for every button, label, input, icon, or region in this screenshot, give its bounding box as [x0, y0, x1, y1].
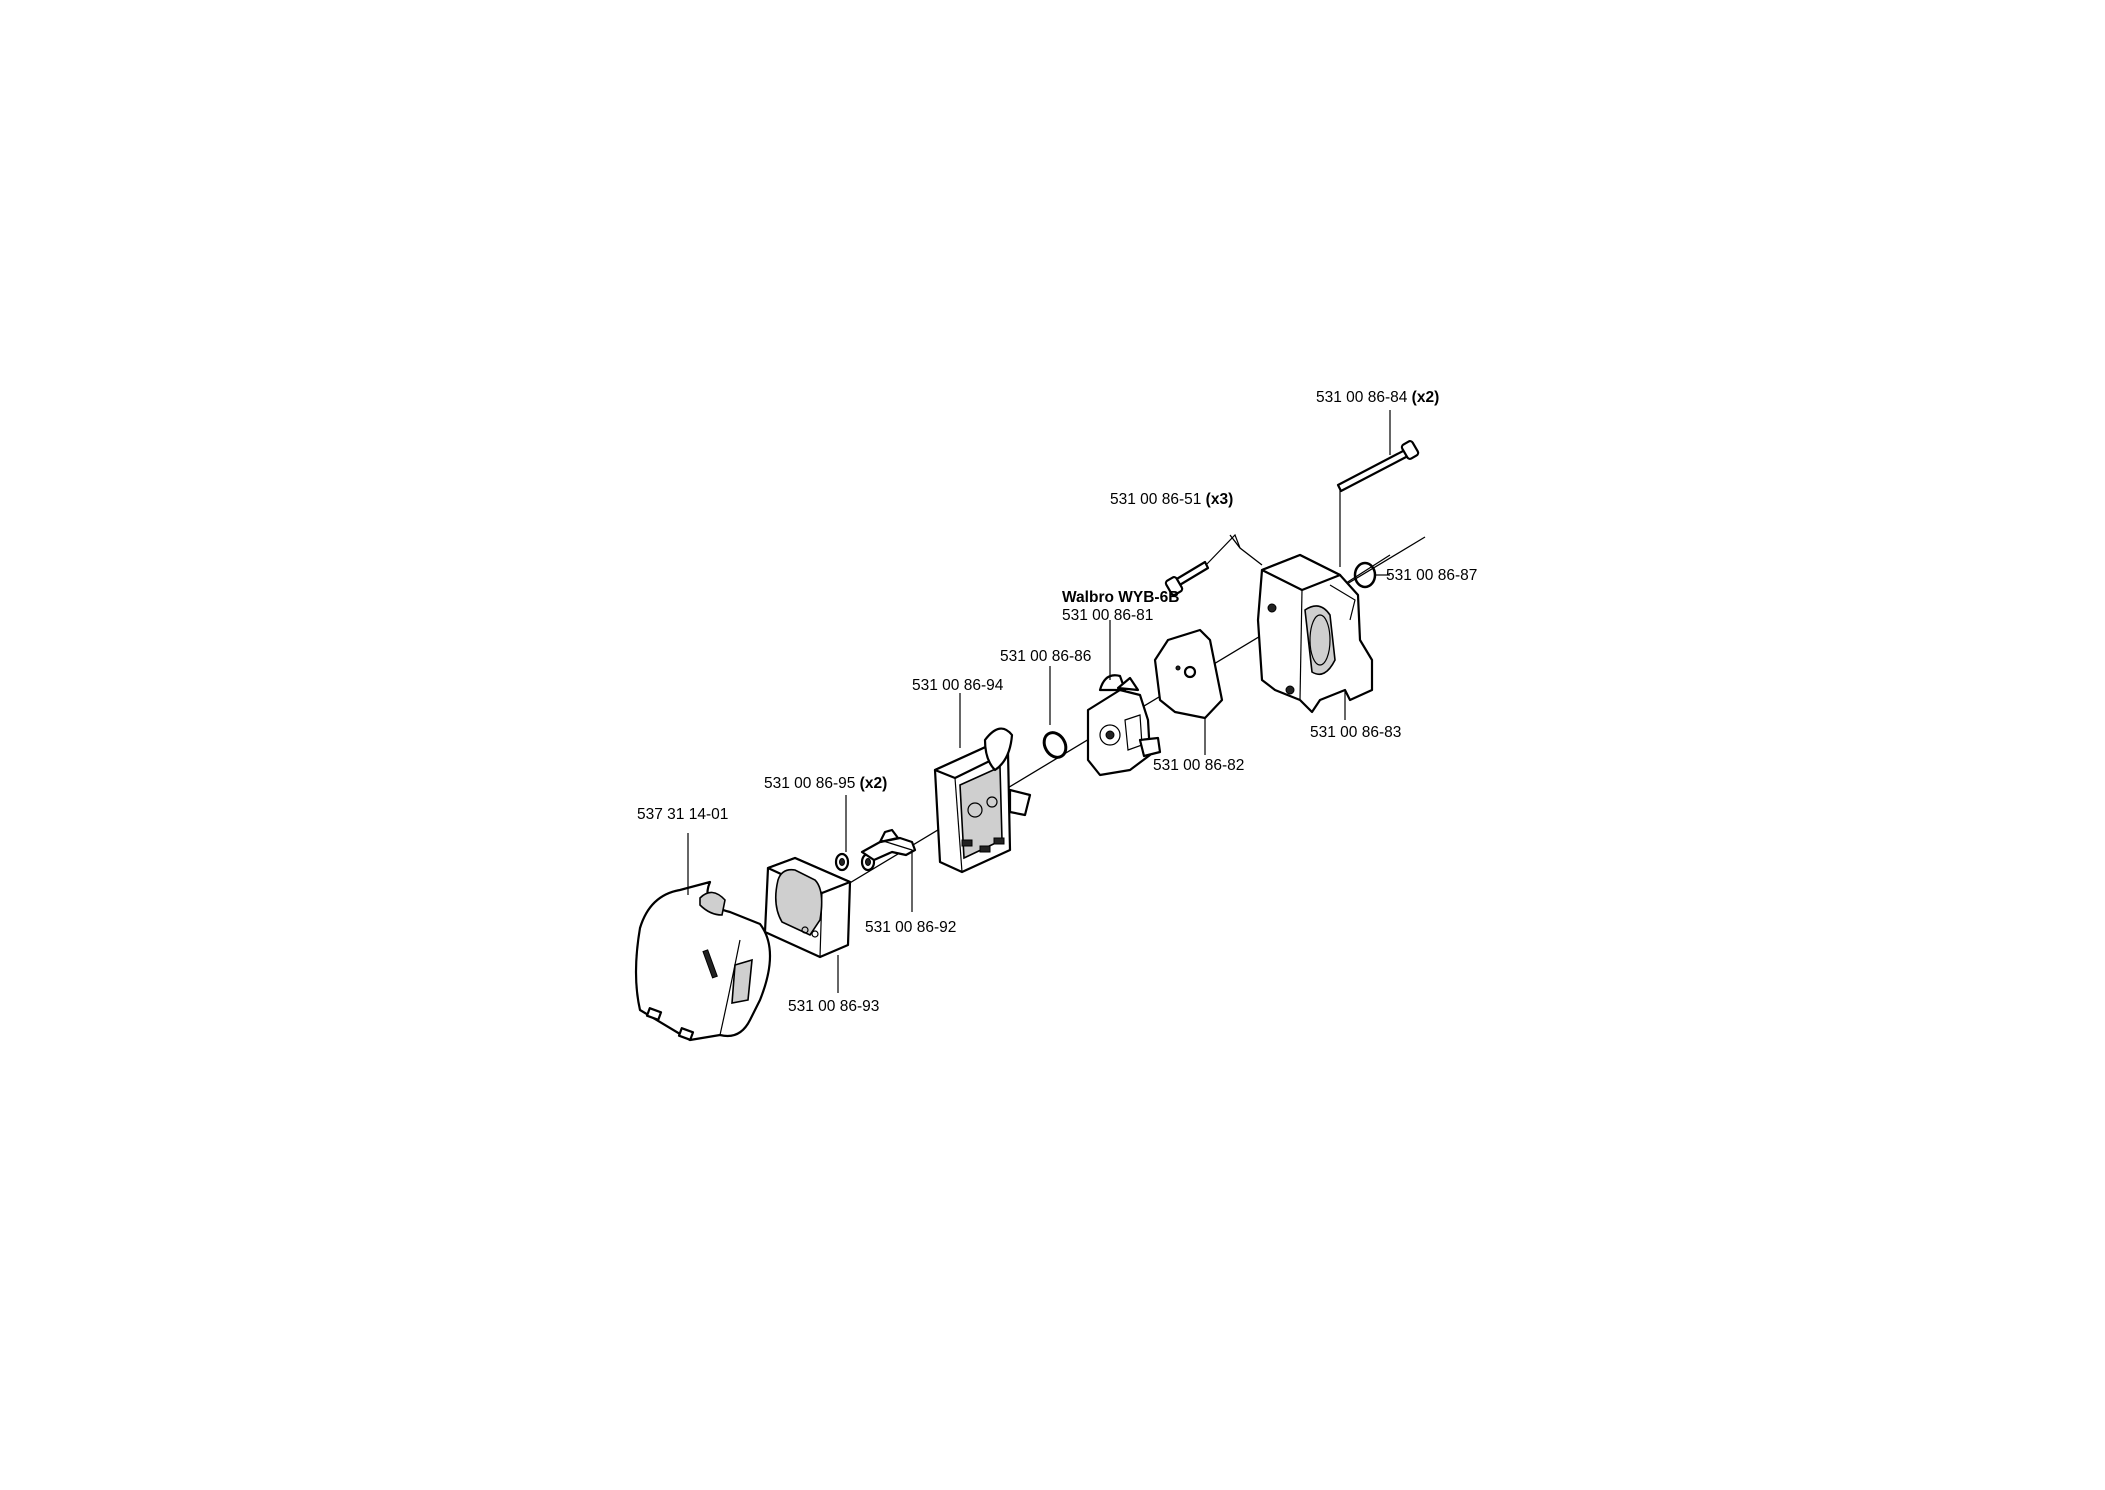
- label-air-filter-cover: 537 31 14-01: [637, 806, 728, 823]
- label-o-ring-housing: 531 00 86-87: [1386, 567, 1477, 584]
- label-carburetor-brand: Walbro WYB-6B: [1062, 589, 1179, 606]
- label-intake-housing: 531 00 86-83: [1310, 724, 1401, 741]
- nuts-part: [834, 852, 876, 872]
- gasket-part: [1153, 628, 1224, 720]
- bolt-part: [1336, 440, 1420, 493]
- label-screw: 531 00 86-51 (x3): [1110, 491, 1233, 508]
- label-nut: 531 00 86-95 (x2): [764, 775, 887, 792]
- label-bolt: 531 00 86-84 (x2): [1316, 389, 1439, 406]
- label-filter-holder: 531 00 86-94: [912, 677, 1004, 694]
- filter-holder-part: [933, 727, 1032, 874]
- label-choke-lever: 531 00 86-92: [865, 919, 956, 936]
- screw-part: [1164, 560, 1210, 596]
- air-filter-part: [763, 856, 852, 959]
- intake-housing-part: [1256, 553, 1374, 714]
- label-air-filter: 531 00 86-93: [788, 998, 879, 1015]
- label-gasket: 531 00 86-82: [1153, 757, 1244, 774]
- carburetor-part: [1086, 674, 1162, 777]
- label-carburetor: 531 00 86-81: [1062, 607, 1153, 624]
- o-ring-carb-part: [1042, 731, 1068, 759]
- leader-lines: [687, 410, 1391, 993]
- o-ring-housing-part: [1353, 561, 1377, 589]
- choke-lever-part: [860, 828, 917, 862]
- label-o-ring-carb: 531 00 86-86: [1000, 648, 1091, 665]
- part-labels: 537 31 14-01 531 00 86-93 531 00 86-95 (…: [637, 389, 1477, 1015]
- air-filter-cover-part: [634, 880, 772, 1042]
